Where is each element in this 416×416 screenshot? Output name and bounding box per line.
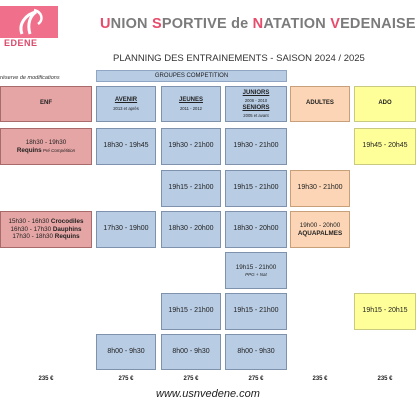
price-enf: 235 € <box>38 376 54 382</box>
column-header-name: AVENIR <box>114 97 138 104</box>
club-logo-text: EDENE <box>4 38 38 48</box>
cell-text: Requins <box>54 233 80 241</box>
title-part: PORTIVE de <box>161 16 253 32</box>
club-logo: EDENE <box>0 6 58 48</box>
cell-line: Requins Pré Compétition <box>17 147 75 155</box>
cell-line: 19h15 - 21h00 <box>168 307 214 315</box>
page-subtitle: PLANNING DES ENTRAINEMENTS - SAISON 2024… <box>113 53 365 64</box>
cell-text: Requins <box>16 146 42 154</box>
cell-line: 8h00 - 9h30 <box>107 347 145 355</box>
column-header-name: JEUNES <box>178 97 203 104</box>
cell-line: 19h15 - 21h00 <box>233 307 279 315</box>
cell-line: 19h30 - 21h00 <box>297 184 343 192</box>
cell-line: 19h15 - 21h00 <box>233 184 279 192</box>
column-header-ado: ADO <box>354 86 416 122</box>
title-part: ATATION <box>263 16 331 32</box>
cell-text: Dauphins <box>52 225 82 233</box>
schedule-cell-juniors: 19h15 - 21h00 <box>225 293 287 330</box>
cell-line: 18h30 - 19h45 <box>103 142 149 150</box>
cell-line: 8h00 - 9h30 <box>172 347 210 355</box>
column-header-years: 2011 - 2012 <box>179 105 203 111</box>
schedule-cell-jeunes: 8h00 - 9h30 <box>161 334 221 370</box>
column-header-name: ADULTES <box>306 100 334 107</box>
column-header-name: ADO <box>378 100 392 107</box>
title-part: V <box>330 16 341 32</box>
title-part: EDENAISE <box>340 16 416 32</box>
column-header-years: 2013 et après <box>113 105 139 111</box>
title-part: S <box>151 16 162 32</box>
title-part: U <box>100 16 111 32</box>
schedule-cell-ado: 19h15 - 20h15 <box>354 293 416 330</box>
schedule-cell-ado: 19h45 - 20h45 <box>354 128 416 165</box>
schedule-cell-jeunes: 18h30 - 20h00 <box>161 211 221 248</box>
price-ado: 235 € <box>377 376 393 382</box>
cell-line: 19h15 - 21h00 <box>168 184 214 192</box>
cell-line: 19h45 - 20h45 <box>362 142 408 150</box>
schedule-cell-avenir: 18h30 - 19h45 <box>96 128 156 165</box>
schedule-cell-jeunes: 19h15 - 21h00 <box>161 293 221 330</box>
price-jeunes: 275 € <box>183 376 199 382</box>
column-header-name: ENF <box>40 100 52 107</box>
cell-line: 17h30 - 19h00 <box>103 225 149 233</box>
schedule-cell-juniors: 18h30 - 20h00 <box>225 211 287 248</box>
cell-text: 16h30 - 17h30 <box>10 225 53 233</box>
cell-line: 17h30 - 18h30 Requins <box>12 233 79 241</box>
schedule-cell-juniors: 19h15 - 21h00 <box>225 170 287 207</box>
cell-line: 16h30 - 17h30 Dauphins <box>10 226 81 234</box>
column-header-enf: ENF <box>0 86 92 122</box>
column-header-name: JUNIORS <box>242 89 270 96</box>
cell-line: 19h15 - 20h15 <box>362 307 408 315</box>
cell-line: 19h15 - 21h00 <box>235 263 277 271</box>
schedule-cell-juniors: 8h00 - 9h30 <box>225 334 287 370</box>
schedule-cell-avenir: 8h00 - 9h30 <box>96 334 156 370</box>
page-title: UNION SPORTIVE de NATATION VEDENAISE <box>100 16 416 32</box>
reserve-note: réserve de modifications <box>0 75 60 81</box>
cell-text: 17h30 - 18h30 <box>12 233 55 241</box>
cell-text: 15h30 - 16h30 <box>8 217 51 225</box>
cell-line: AQUAPALMES <box>297 229 343 237</box>
cell-line: 19h00 - 20h00 <box>299 221 341 229</box>
cell-line: 18h30 - 19h30 <box>25 138 67 146</box>
price-juniors: 275 € <box>248 376 264 382</box>
cell-line: PPG + Nat <box>245 271 267 277</box>
schedule-cell-jeunes: 19h30 - 21h00 <box>161 128 221 165</box>
cell-text: Pré Compétition <box>41 147 76 153</box>
title-part: N <box>252 16 264 32</box>
cell-line: 19h30 - 21h00 <box>168 142 214 150</box>
schedule-cell-adultes: 19h30 - 21h00 <box>290 170 350 207</box>
column-header-years: 2006 - 2010 <box>244 98 268 104</box>
title-part: NION <box>110 16 152 32</box>
schedule-cell-jeunes: 19h15 - 21h00 <box>161 170 221 207</box>
cell-line: 18h30 - 20h00 <box>168 225 214 233</box>
schedule-cell-juniors: 19h30 - 21h00 <box>225 128 287 165</box>
cell-text: Crocodiles <box>50 217 84 225</box>
group-competition-banner: GROUPES COMPETITION <box>96 70 287 82</box>
price-avenir: 275 € <box>118 376 134 382</box>
cell-line: 15h30 - 16h30 Crocodiles <box>9 218 84 226</box>
price-adultes: 235 € <box>312 376 328 382</box>
cell-line: 18h30 - 20h00 <box>233 225 279 233</box>
website-link[interactable]: www.usnvedene.com <box>156 388 260 400</box>
club-logo-icon <box>0 6 58 38</box>
cell-line: 8h00 - 9h30 <box>237 347 275 355</box>
schedule-cell-avenir: 17h30 - 19h00 <box>96 211 156 248</box>
column-header-years-secondary: 2005 et avant <box>243 113 269 118</box>
cell-line: 19h30 - 21h00 <box>233 142 279 150</box>
column-header-name-secondary: SENIORS <box>242 104 270 111</box>
column-header-adultes: ADULTES <box>290 86 350 122</box>
